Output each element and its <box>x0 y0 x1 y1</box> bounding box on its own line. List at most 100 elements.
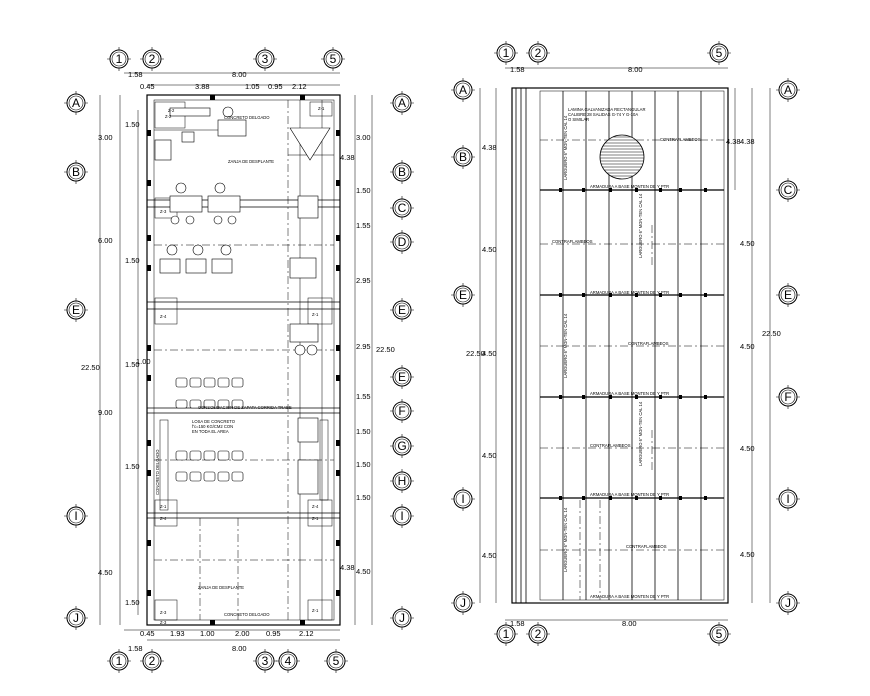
axis-right-0: A <box>390 91 414 115</box>
axis-right-8: H <box>390 469 414 493</box>
dim-right-part-3: 1.55 <box>356 221 371 230</box>
roof-axis-right-0-label: A <box>784 83 792 97</box>
seat <box>175 450 188 461</box>
roof-dim-left-5: 4.50 <box>482 551 497 560</box>
left-dimension-texts: 1.58 8.00 0.45 3.88 1.05 0.95 2.12 1.58 … <box>81 70 395 653</box>
zapata-tag: Z-2 <box>168 108 175 113</box>
dim-bottom-part-3: 2.00 <box>235 629 250 638</box>
label-zanja-top: ZANJA DE DESPLANTE <box>228 159 274 164</box>
axis-left-0-label: A <box>72 96 80 110</box>
label-contraflambeo-1: CONTRAFLAMBEOS <box>660 137 701 142</box>
axis-top-2-label: 3 <box>262 52 269 66</box>
roof-axis-left-1: B <box>451 145 475 169</box>
roof-axis-left-3: I <box>451 487 475 511</box>
roof-axis-right-2-label: E <box>784 288 792 302</box>
axis-left-2: E <box>64 298 88 322</box>
right-dimension-lines <box>479 67 771 621</box>
roof-axis-right-0: A <box>776 78 800 102</box>
seat <box>217 471 230 482</box>
axis-right-4: E <box>390 298 414 322</box>
dim-left-part-3: 9.00 <box>98 408 113 417</box>
axis-bottom-4-label: 5 <box>333 654 340 668</box>
dim-right-extra-3: 4.50 <box>356 567 371 576</box>
axis-bottom-3: 4 <box>276 649 300 673</box>
roof-axis-top-2-label: 5 <box>716 46 723 60</box>
axis-right-4-label: E <box>398 303 406 317</box>
zapata-tag: Z-1 <box>318 106 325 111</box>
dim-top-offset: 1.58 <box>128 70 143 79</box>
axis-right-6-label: F <box>398 404 405 418</box>
dim-right-part-7: 1.50 <box>356 427 371 436</box>
dim-top-part-1: 3.88 <box>195 82 210 91</box>
axis-bottom-0: 1 <box>107 649 131 673</box>
axis-bottom-3-label: 4 <box>285 654 292 668</box>
roof-axis-left-0-label: A <box>459 83 467 97</box>
dim-left-part-2: 6.00 <box>98 236 113 245</box>
dim-left-inner-1: 1.50 <box>125 120 140 129</box>
roof-axis-top-2: 5 <box>707 41 731 65</box>
dim-top-small: 0.45 <box>140 82 155 91</box>
roof-outline <box>511 87 729 604</box>
zapata-tag: Z-4 <box>160 314 167 319</box>
roof-axis-left-2: E <box>451 283 475 307</box>
dim-left-overall: 22.50 <box>81 363 100 372</box>
roof-plan: LAMINA GALVANIZADA RECTANGULAR CALIBRE 2… <box>451 41 800 646</box>
roof-axis-left-2-label: E <box>459 288 467 302</box>
zapatas <box>154 101 333 621</box>
roof-dim-bottom-offset: 1.58 <box>510 619 525 628</box>
dim-left-extra: 1.00 <box>136 357 151 366</box>
roof-axis-bottom-0-label: 1 <box>503 627 510 641</box>
roof-axis-bottom-2-label: 5 <box>716 627 723 641</box>
trusses <box>540 139 724 600</box>
plan-inner-outline <box>153 99 335 621</box>
roof-dim-left-4: 4.50 <box>482 451 497 460</box>
furniture <box>154 106 331 495</box>
axis-right-9-label: I <box>400 509 403 523</box>
axis-right-3: D <box>390 230 414 254</box>
label-larguero-2: LARGUERO 6" MON-TEN CAL 14 <box>638 193 643 258</box>
axis-top-1: 2 <box>140 47 164 71</box>
dim-left-inner-2: 1.50 <box>125 256 140 265</box>
seat <box>189 450 202 461</box>
axis-left-4: J <box>64 606 88 630</box>
axis-top-3-label: 5 <box>330 52 337 66</box>
roof-axis-right-4-label: I <box>786 492 789 506</box>
label-losa-3: EN TODA EL AREA <box>192 429 229 434</box>
axis-bottom-1: 2 <box>140 649 164 673</box>
axis-bottom-1-label: 2 <box>149 654 156 668</box>
seat-rows <box>175 377 244 482</box>
label-larguero-5: LARGUERO 6" MON-TEN CAL 14 <box>563 507 568 572</box>
axis-right-1-label: B <box>398 165 406 179</box>
roof-axis-left-4-label: J <box>460 596 466 610</box>
seat <box>217 399 230 409</box>
label-concreto-top: CONCRETO DELGADO <box>224 115 270 120</box>
dim-top-part-4: 2.12 <box>292 82 307 91</box>
axis-left-1-label: B <box>72 165 80 179</box>
zapata-tag: Z-4 <box>160 516 167 521</box>
dim-right-part-2: 1.50 <box>356 186 371 195</box>
label-armadura-4: ARMADURA A BASE MONTEN DE Y PTR <box>590 492 669 497</box>
seat <box>189 377 202 388</box>
roof-dim-top-offset: 1.58 <box>510 65 525 74</box>
axis-right-10: J <box>390 606 414 630</box>
label-larguero-1: LARGUERO 6" MON-TEN CAL 14 <box>563 115 568 180</box>
seat <box>203 450 216 461</box>
seat <box>175 399 188 409</box>
seat <box>203 377 216 388</box>
axis-right-7-label: G <box>397 439 406 453</box>
label-armadura-3: ARMADURA A BASE MONTEN DE Y PTR <box>590 391 669 396</box>
roof-dim-right-1: 4.38 <box>740 137 755 146</box>
axis-right-1: B <box>390 160 414 184</box>
roof-axis-left-4: J <box>451 591 475 615</box>
label-losa-2: f'c=150 KG/CM2 CON <box>192 424 233 429</box>
axis-top-0-label: 1 <box>116 52 123 66</box>
roof-dim-left-3: 4.50 <box>482 349 497 358</box>
label-armadura-2: ARMADURA A BASE MONTEN DE Y PTR <box>590 290 669 295</box>
edge-columns <box>147 95 340 625</box>
label-contraflambeo-3: CONTRAFLAMBEOS <box>628 341 669 346</box>
label-armadura-1: ARMADURA A BASE MONTEN DE Y PTR <box>590 184 669 189</box>
axis-left-1: B <box>64 160 88 184</box>
zapata-tag: Z-3 <box>160 610 167 615</box>
